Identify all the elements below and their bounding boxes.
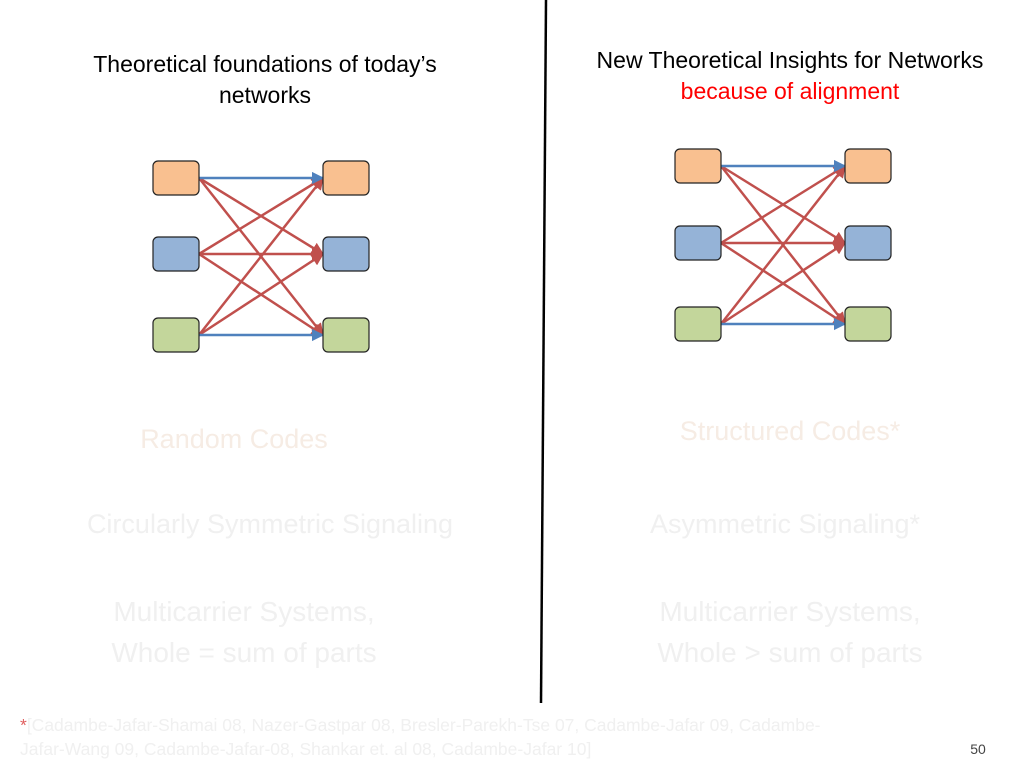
right-tx-node-2 xyxy=(674,225,722,261)
left-item-random-codes: Random Codes xyxy=(140,424,328,454)
right-item-signaling: Asymmetric Signaling* xyxy=(649,509,921,539)
page-number: 50 xyxy=(970,741,986,757)
left-tx-node-2 xyxy=(152,236,200,272)
right-cross-link xyxy=(720,164,847,245)
right-item-structured-codes: Structured Codes* xyxy=(679,416,901,446)
left-title: Theoretical foundations of today’s netwo… xyxy=(40,49,490,111)
right-title: New Theoretical Insights for Networks be… xyxy=(555,45,1024,107)
footnote-line1-text: [Cadambe-Jafar-Shamai 08, Nazer-Gastpar … xyxy=(26,715,821,735)
left-item-multicarrier-line1: Multicarrier Systems, xyxy=(113,596,375,627)
right-title-line2: because of alignment xyxy=(680,78,900,104)
right-cross-link xyxy=(720,165,846,325)
right-tx-node-1 xyxy=(674,148,722,184)
footnote-citations: *[Cadambe-Jafar-Shamai 08, Nazer-Gastpar… xyxy=(20,713,980,761)
left-title-line1: Theoretical foundations of today’s xyxy=(93,51,437,77)
left-cross-link xyxy=(198,252,325,337)
right-cross-link xyxy=(720,241,847,326)
right-rx-node-3 xyxy=(844,306,892,342)
left-rx-node-1 xyxy=(322,160,370,196)
right-item-multicarrier: Multicarrier Systems, Whole > sum of par… xyxy=(600,591,980,673)
right-rx-node-2 xyxy=(844,225,892,261)
left-title-line2: networks xyxy=(218,82,312,108)
left-tx-node-1 xyxy=(152,160,200,196)
left-item-signaling: Circularly Symmetric Signaling xyxy=(86,509,454,539)
right-item-multicarrier-line1: Multicarrier Systems, xyxy=(659,596,921,627)
left-cross-link xyxy=(198,176,325,256)
right-item-multicarrier-line2: Whole > sum of parts xyxy=(657,637,923,668)
footnote-line2: Jafar-Wang 09, Cadambe-Jafar-08, Shankar… xyxy=(20,739,592,759)
left-rx-node-2 xyxy=(322,236,370,272)
right-tx-node-3 xyxy=(674,306,722,342)
left-tx-node-3 xyxy=(152,317,200,353)
footnote-line1: *[Cadambe-Jafar-Shamai 08, Nazer-Gastpar… xyxy=(20,713,980,737)
left-network xyxy=(152,160,370,353)
right-network xyxy=(674,148,892,342)
left-cross-link xyxy=(198,177,324,336)
left-rx-node-3 xyxy=(322,317,370,353)
left-item-multicarrier: Multicarrier Systems, Whole = sum of par… xyxy=(44,591,444,673)
right-rx-node-1 xyxy=(844,148,892,184)
left-item-multicarrier-line2: Whole = sum of parts xyxy=(111,637,377,668)
divider-line xyxy=(539,0,548,704)
right-title-line1: New Theoretical Insights for Networks xyxy=(596,47,984,73)
footnote-star: * xyxy=(20,715,27,735)
